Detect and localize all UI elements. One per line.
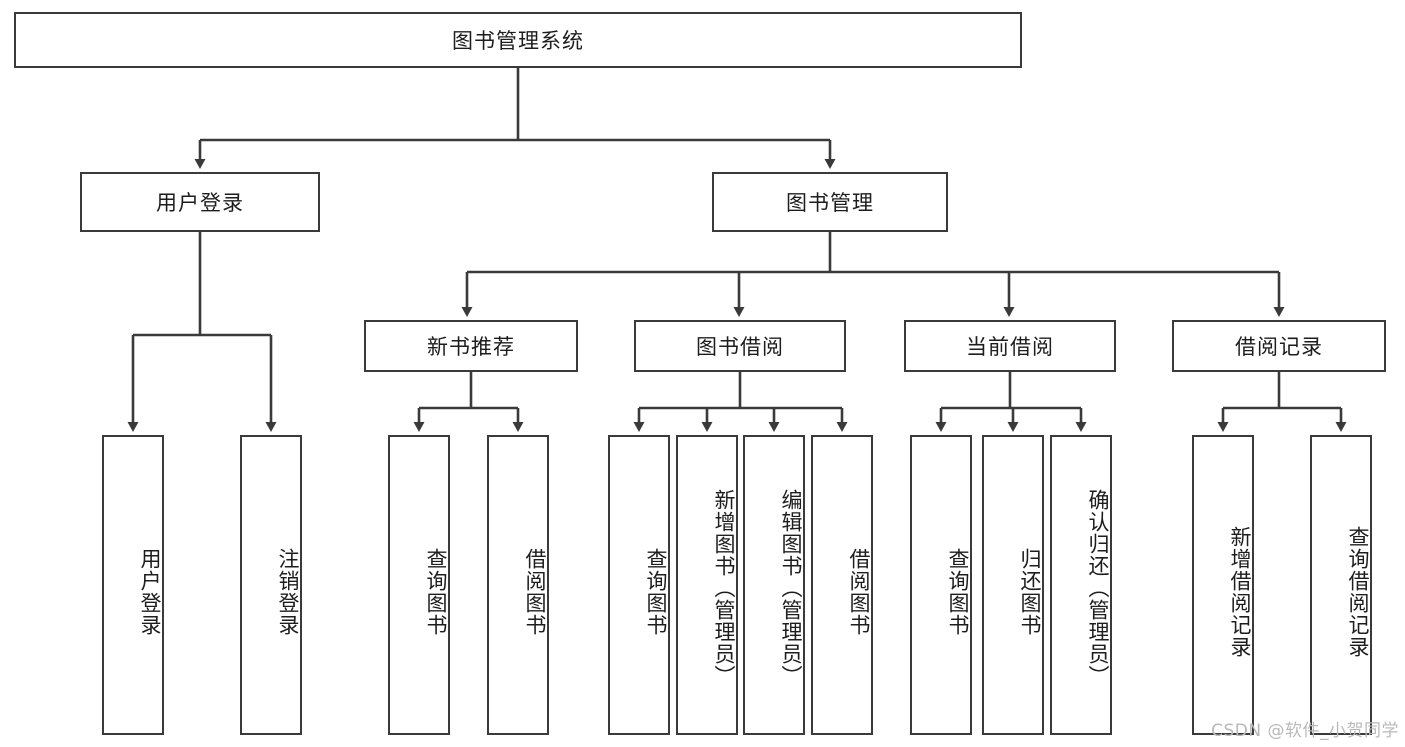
- node-user-login-label: 用户登录: [156, 191, 244, 215]
- leaf-confirm-return-admin[interactable]: 确认归还（管理员）: [1050, 435, 1112, 735]
- node-current-borrow-label: 当前借阅: [966, 335, 1054, 359]
- leaf-query-book-current-label: 查询图书: [946, 548, 970, 636]
- node-root[interactable]: 图书管理系统: [14, 12, 1022, 68]
- leaf-query-borrow-record-label: 查询借阅记录: [1346, 526, 1370, 658]
- leaf-borrow-book-recommend-label: 借阅图书: [523, 548, 547, 636]
- leaf-borrow-book[interactable]: 借阅图书: [811, 435, 873, 735]
- node-book-borrow[interactable]: 图书借阅: [634, 320, 846, 372]
- node-book-management-label: 图书管理: [786, 191, 874, 215]
- node-user-login[interactable]: 用户登录: [80, 172, 320, 232]
- leaf-query-book-recommend-label: 查询图书: [424, 548, 448, 636]
- leaf-add-borrow-record[interactable]: 新增借阅记录: [1192, 435, 1254, 735]
- node-borrow-record-label: 借阅记录: [1235, 335, 1323, 359]
- leaf-add-book-admin[interactable]: 新增图书（管理员）: [676, 435, 738, 735]
- leaf-add-borrow-record-label: 新增借阅记录: [1228, 526, 1252, 658]
- leaf-edit-book-admin[interactable]: 编辑图书（管理员）: [743, 435, 805, 735]
- node-borrow-record[interactable]: 借阅记录: [1172, 320, 1386, 372]
- leaf-return-book[interactable]: 归还图书: [982, 435, 1044, 735]
- leaf-user-login-label: 用户登录: [138, 548, 162, 636]
- leaf-user-login[interactable]: 用户登录: [102, 435, 164, 735]
- leaf-borrow-book-recommend[interactable]: 借阅图书: [487, 435, 549, 735]
- node-root-label: 图书管理系统: [452, 29, 584, 53]
- leaf-logout[interactable]: 注销登录: [240, 435, 302, 735]
- leaf-query-book-recommend[interactable]: 查询图书: [388, 435, 450, 735]
- csdn-watermark: CSDN @软件_小贺同学: [1211, 721, 1399, 741]
- leaf-edit-book-admin-label: 编辑图书（管理员）: [779, 489, 803, 687]
- leaf-query-book-current[interactable]: 查询图书: [910, 435, 972, 735]
- leaf-confirm-return-admin-label: 确认归还（管理员）: [1086, 489, 1110, 687]
- node-book-borrow-label: 图书借阅: [696, 335, 784, 359]
- node-book-management[interactable]: 图书管理: [712, 172, 948, 232]
- leaf-borrow-book-label: 借阅图书: [847, 548, 871, 636]
- leaf-return-book-label: 归还图书: [1018, 548, 1042, 636]
- leaf-query-book-label: 查询图书: [644, 548, 668, 636]
- node-new-book-recommend[interactable]: 新书推荐: [364, 320, 578, 372]
- leaf-query-book[interactable]: 查询图书: [608, 435, 670, 735]
- node-current-borrow[interactable]: 当前借阅: [904, 320, 1116, 372]
- leaf-add-book-admin-label: 新增图书（管理员）: [712, 489, 736, 687]
- leaf-query-borrow-record[interactable]: 查询借阅记录: [1310, 435, 1372, 735]
- node-new-book-recommend-label: 新书推荐: [427, 335, 515, 359]
- leaf-logout-label: 注销登录: [276, 548, 300, 636]
